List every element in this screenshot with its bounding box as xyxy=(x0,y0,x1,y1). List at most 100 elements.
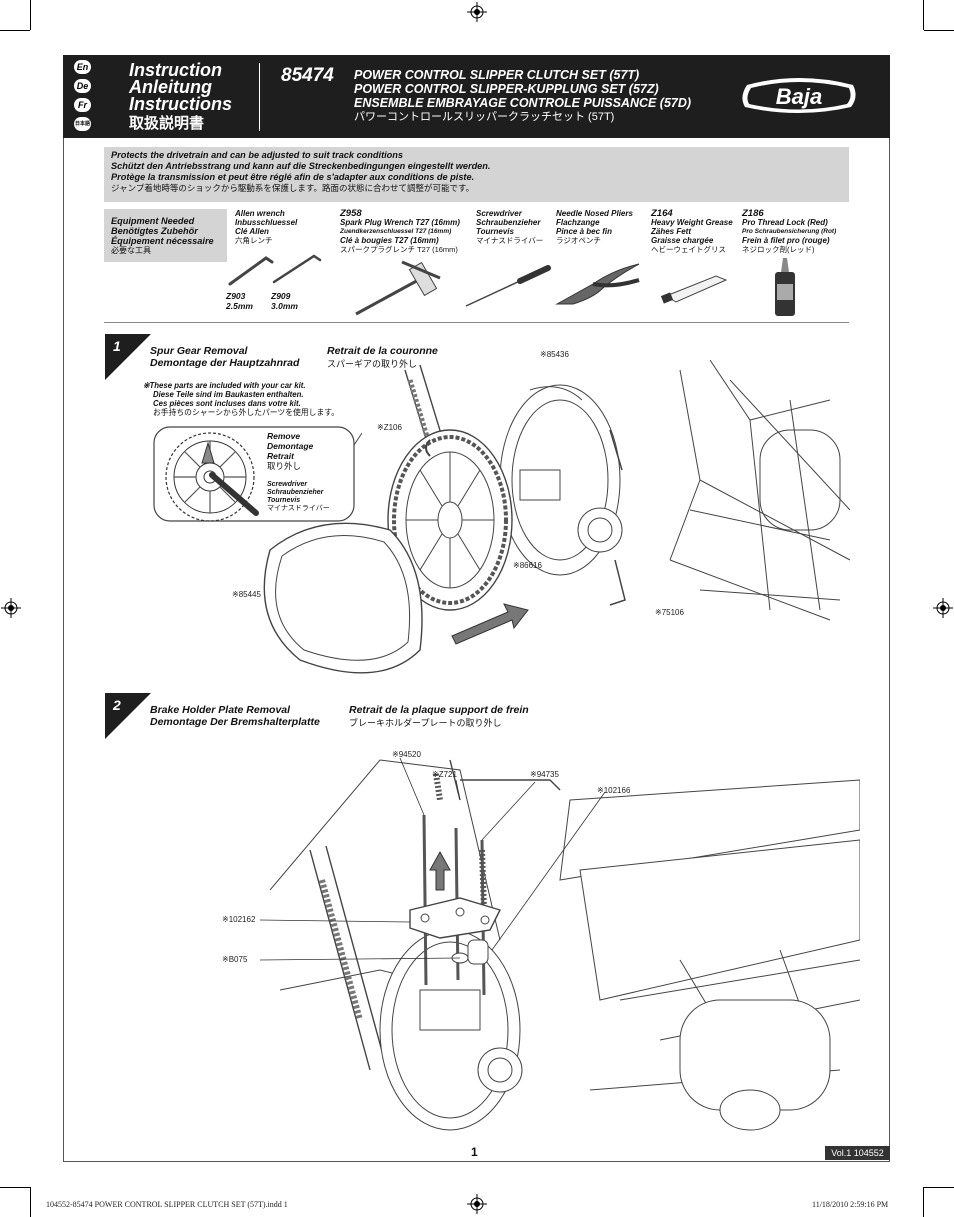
step-1-title-de: Demontage der Hauptzahnrad xyxy=(150,357,300,369)
tool-line: Zuendkerzenschluessel T27 (16mm) xyxy=(340,228,452,235)
title-line: Instruction xyxy=(129,60,222,80)
header-divider xyxy=(259,63,260,131)
intro-line: ジャンプ着地時等のショックから駆動系を保護します。路面の状態に合わせて調整が可能… xyxy=(111,183,475,193)
grease-tube-icon xyxy=(660,275,728,304)
tool-code: Z958 xyxy=(340,208,362,219)
allen-wrench-icon xyxy=(228,254,322,286)
tool-needle-nose-pliers: Needle Nosed Pliers Flachzange Pince à b… xyxy=(556,209,633,245)
inset-line: Screwdriver xyxy=(267,481,308,488)
registration-mark-icon xyxy=(467,1194,487,1214)
note-line: Diese Teile sind im Baukasten enthalten. xyxy=(153,390,304,399)
version-badge: Vol.1 104552 xyxy=(825,1146,890,1160)
equipment-heading-line: 必要な工具 xyxy=(111,246,151,255)
tool-line: ヘビーウェイトグリス xyxy=(651,245,726,254)
intro-line: Protects the drivetrain and can be adjus… xyxy=(111,150,404,160)
equipment-heading-line: Equipment Needed xyxy=(111,216,195,226)
section-divider xyxy=(104,322,849,323)
tool-line: Heavy Weight Grease xyxy=(651,218,733,227)
lang-badge-fr: Fr xyxy=(74,98,91,112)
footer-timestamp: 11/18/2010 2:59:16 PM xyxy=(812,1200,889,1209)
inset-line: マイナスドライバー xyxy=(267,505,330,512)
part-label: ※102166 xyxy=(597,786,631,795)
tool-line: Inbusschluessel xyxy=(235,218,298,227)
part-label: ※85436 xyxy=(540,350,569,359)
tool-line: マイナスドライバー xyxy=(476,236,544,245)
crop-mark xyxy=(30,0,31,30)
equipment-heading-line: Équipement nécessaire xyxy=(111,236,214,246)
equipment-heading-line: Benötigtes Zubehör xyxy=(111,226,198,236)
part-label: ※102162 xyxy=(222,915,256,924)
step-2-title-fr: Retrait de la plaque support de frein xyxy=(349,704,529,716)
inset-line: Retrait xyxy=(267,451,294,461)
tool-line: Clé à bougies T27 (16mm) xyxy=(340,236,439,245)
product-title: POWER CONTROL SLIPPER-KUPPLUNG SET (57Z) xyxy=(354,82,659,96)
part-number: 85474 xyxy=(281,65,334,86)
inset-line: Schraubenzieher xyxy=(267,489,324,496)
crop-mark xyxy=(923,1187,924,1217)
part-label: ※B075 xyxy=(222,955,248,964)
tool-size-code: Z909 xyxy=(271,291,291,301)
tool-line: Flachzange xyxy=(556,218,600,227)
step-1-title-fr: Retrait de la couronne xyxy=(327,345,438,357)
step-1-title-jp: スパーギアの取り外し xyxy=(327,359,418,369)
step-1-title-en: Spur Gear Removal xyxy=(150,345,248,357)
part-label: ※94735 xyxy=(530,770,559,779)
step-2-title-en: Brake Holder Plate Removal xyxy=(150,704,291,716)
inset-line: 取り外し xyxy=(267,461,302,471)
part-label: ※Z721 xyxy=(432,770,457,779)
tool-line: Allen wrench xyxy=(235,209,285,218)
product-title: ENSEMBLE EMBRAYAGE CONTROLE PUISSANCE (5… xyxy=(354,96,692,110)
part-label: ※75106 xyxy=(655,608,684,617)
pliers-icon xyxy=(555,263,640,305)
header-bar: En De Fr 日本語 Instruction Anleitung Instr… xyxy=(63,55,890,138)
tool-line: Pro Schraubensicherung (Rot) xyxy=(742,228,837,235)
svg-text:Baja: Baja xyxy=(776,84,822,109)
intro-box: Protects the drivetrain and can be adjus… xyxy=(104,147,849,202)
tool-line: Graisse chargée xyxy=(651,236,714,245)
footer-file-info: 104552-85474 POWER CONTROL SLIPPER CLUTC… xyxy=(46,1200,288,1209)
step-1-marker xyxy=(105,334,151,380)
tool-size: 2.5mm xyxy=(226,301,253,311)
crop-mark xyxy=(0,1187,30,1188)
tool-line: Spark Plug Wrench T27 (16mm) xyxy=(340,218,460,227)
part-label: ※94520 xyxy=(392,750,421,759)
tool-line: Screwdriver xyxy=(476,209,522,218)
spur-gear-inset-illustration xyxy=(153,426,362,522)
tool-line: Frein à filet pro (rouge) xyxy=(742,236,830,245)
intro-line: Schützt den Antriebsstrang und kann auf … xyxy=(111,161,491,171)
tool-line: Clé Allen xyxy=(235,227,269,236)
inset-line: Remove xyxy=(267,431,301,441)
registration-mark-icon xyxy=(467,2,487,22)
tool-code: Z164 xyxy=(651,208,673,219)
registration-mark-icon xyxy=(933,598,953,618)
part-label: ※85445 xyxy=(232,590,261,599)
registration-mark-icon xyxy=(1,598,21,618)
inset-tool-label: Screwdriver Schraubenzieher Tournevis マイ… xyxy=(267,481,330,513)
crop-mark xyxy=(0,30,30,31)
tool-screwdriver: Screwdriver Schraubenzieher Tournevis マイ… xyxy=(476,209,543,245)
step-2-title-de: Demontage Der Bremshalterplatte xyxy=(150,716,320,728)
lang-badge-jp: 日本語 xyxy=(74,117,91,131)
step-2-title-jp: ブレーキホルダープレートの取り外し xyxy=(349,718,502,728)
inset-action-label: Remove Demontage Retrait 取り外し xyxy=(267,431,313,471)
part-label: ※86616 xyxy=(513,561,542,570)
crop-mark xyxy=(924,30,954,31)
spur-gear-removal-illustration xyxy=(263,360,850,674)
crop-mark xyxy=(924,1187,954,1188)
tool-line: Schraubenzieher xyxy=(476,218,541,227)
equipment-heading: Equipment Needed Benötigtes Zubehör Équi… xyxy=(104,209,227,262)
product-title: POWER CONTROL SLIPPER CLUTCH SET (57T) xyxy=(354,68,640,82)
kit-parts-note: ※These parts are included with your car … xyxy=(143,381,339,417)
title-line: Instructions xyxy=(129,94,233,114)
tool-line: Zähes Fett xyxy=(651,227,692,236)
tool-line: ラジオペンチ xyxy=(556,236,601,245)
inset-line: Demontage xyxy=(267,441,314,451)
product-title: パワーコントロールスリッパークラッチセット (57T) xyxy=(354,111,615,123)
step-2-marker xyxy=(105,693,151,739)
tool-line: 六角レンチ xyxy=(235,236,273,245)
lang-badge-de: De xyxy=(74,79,91,93)
tool-line: Pro Thread Lock (Red) xyxy=(742,218,828,227)
content-frame xyxy=(63,138,890,1162)
tool-line: Tournevis xyxy=(476,227,514,236)
part-label: ※Z106 xyxy=(377,423,402,432)
